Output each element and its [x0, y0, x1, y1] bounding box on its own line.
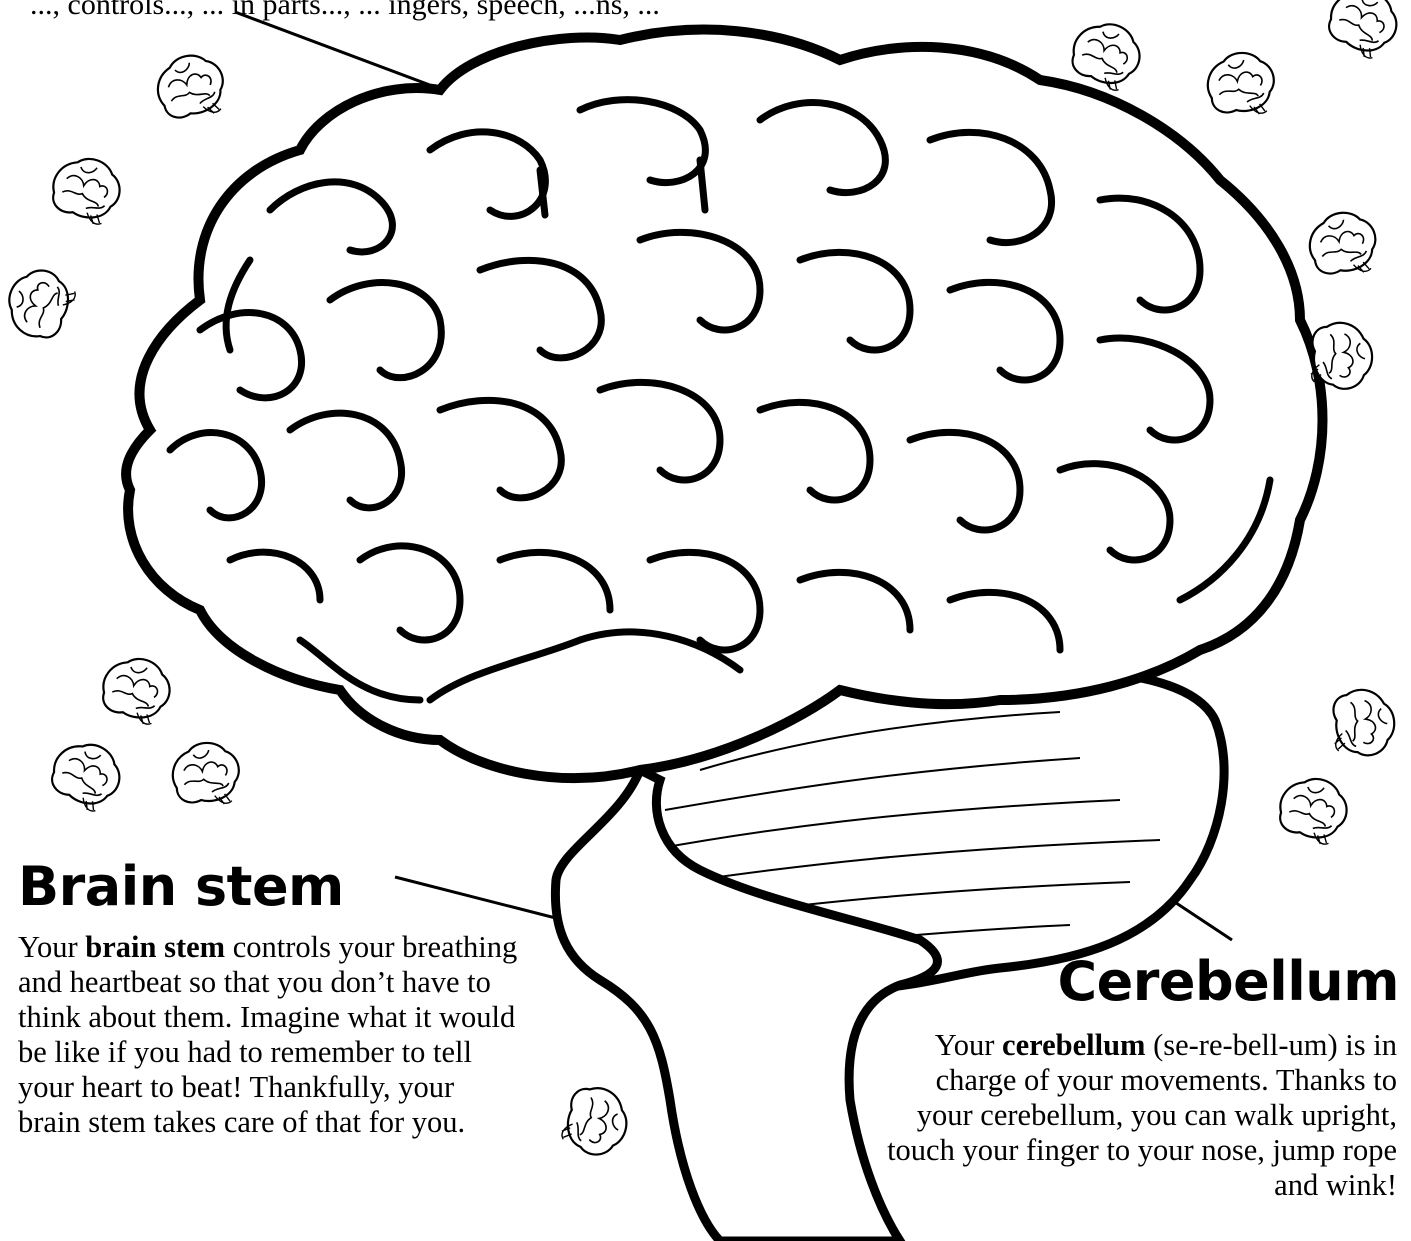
brain-stem-heading: Brain stem — [18, 858, 344, 916]
small-brain-icon — [98, 653, 174, 727]
small-brain-icon — [560, 1085, 629, 1157]
small-brain-icon — [1321, 0, 1405, 64]
small-brain-icon — [149, 46, 233, 129]
cerebrum-outline — [126, 30, 1322, 778]
small-brain-icon — [1, 264, 80, 345]
cutoff-top-text: ..., controls..., ... in parts..., ... i… — [30, 0, 1030, 20]
small-brain-icon — [44, 734, 128, 817]
brain-stem-description: Your brain stem controls your breathing … — [18, 930, 518, 1140]
brain-stem-text-lead: Your — [18, 930, 85, 964]
brain-stem-term: brain stem — [85, 930, 225, 964]
small-brain-icon — [48, 153, 124, 227]
small-brain-icon — [168, 738, 244, 812]
cerebellum-term: cerebellum — [1002, 1028, 1145, 1062]
small-brain-icon — [1323, 683, 1402, 764]
small-brain-icon — [1303, 206, 1384, 285]
cerebellum-heading: Cerebellum — [1057, 953, 1399, 1011]
small-brain-icon — [1203, 48, 1279, 122]
cerebellum-description: Your cerebellum (se-re-bell-um) is in ch… — [877, 1028, 1397, 1203]
small-brain-icon — [1275, 773, 1351, 847]
cerebellum-text-lead: Your — [935, 1028, 1002, 1062]
